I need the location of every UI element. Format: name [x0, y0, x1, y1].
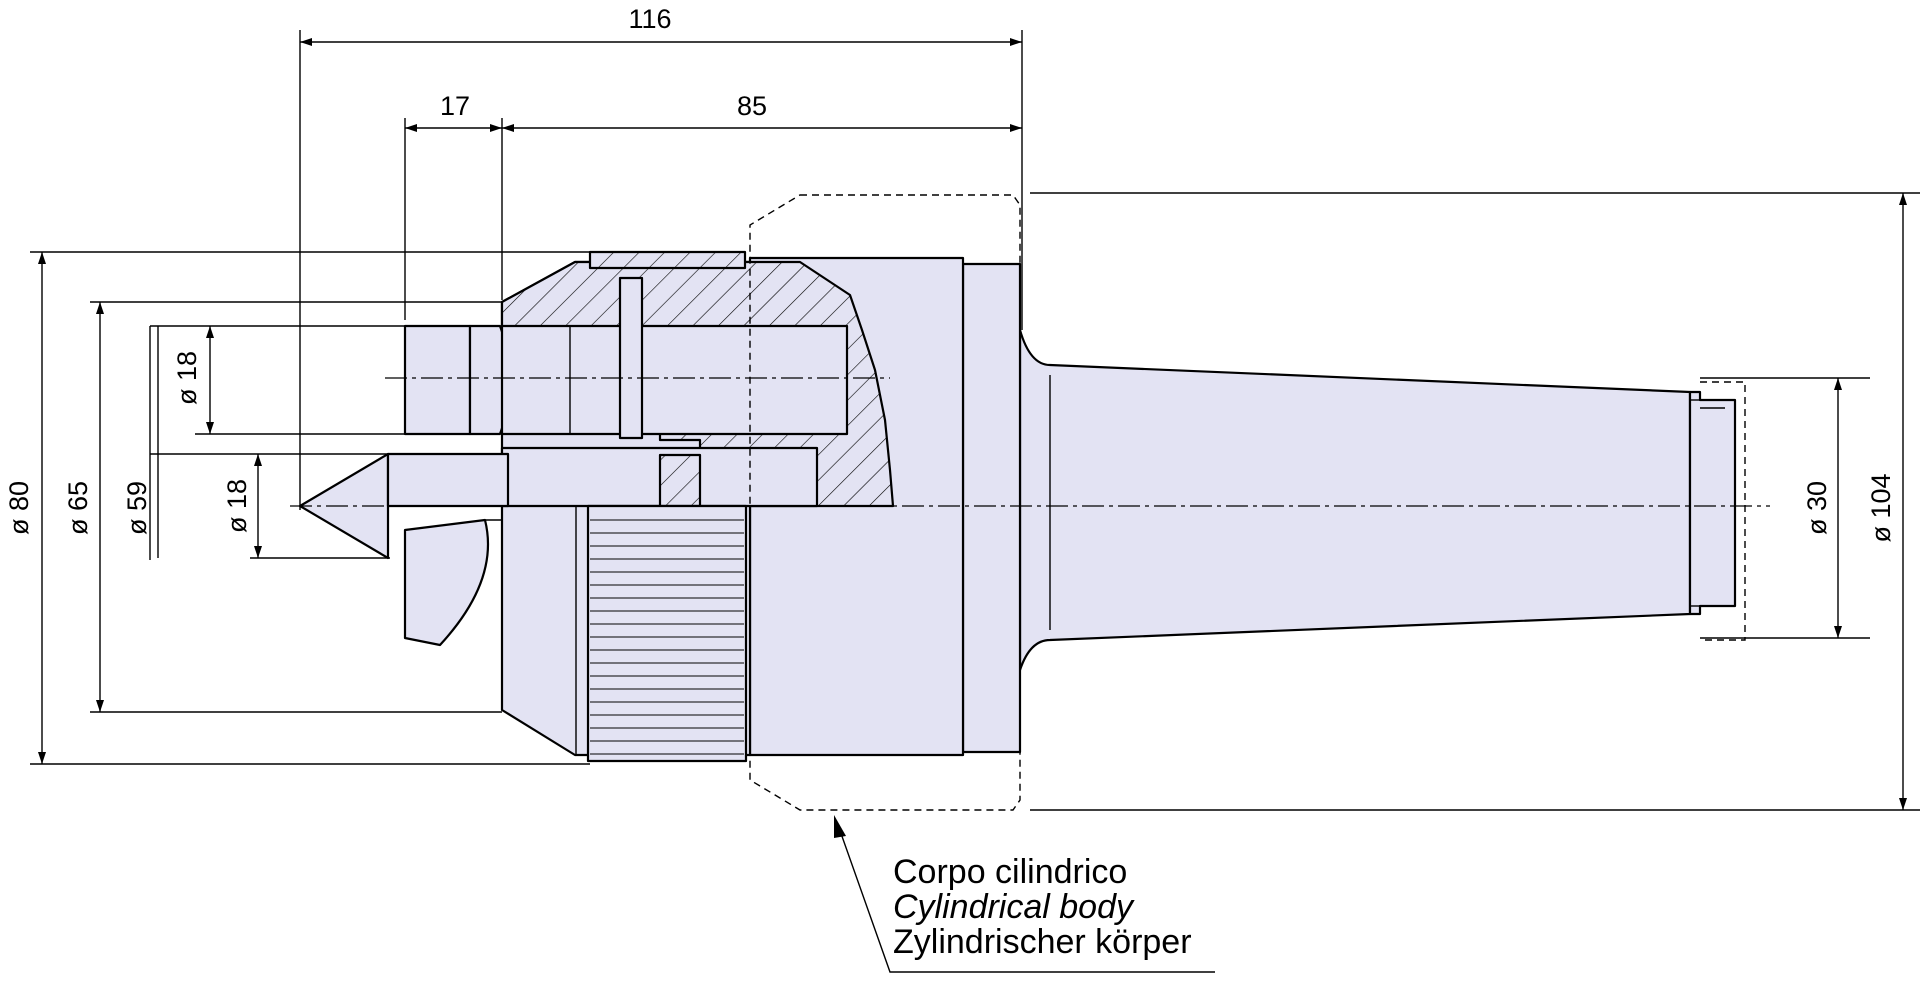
point-shaft	[386, 452, 510, 508]
dim-dia-18-lower: ø 18	[222, 479, 252, 533]
center-lines	[290, 377, 1770, 507]
upper-shaft	[500, 324, 849, 436]
dim-dia-80: ø 80	[4, 481, 34, 535]
knurled-ring	[586, 504, 748, 763]
dimension-lines	[30, 30, 1920, 811]
dim-dia-30: ø 30	[1802, 481, 1832, 535]
dim-17: 17	[440, 91, 470, 121]
dim-dia-104: ø 104	[1866, 473, 1896, 542]
dim-116: 116	[628, 4, 671, 34]
lower-insert	[658, 453, 702, 508]
taper-shank	[1018, 328, 1692, 672]
dim-85: 85	[737, 91, 767, 121]
upper-spindle	[403, 324, 472, 436]
note-german: Zylindrischer körper	[893, 923, 1192, 961]
shank-end	[1688, 390, 1737, 616]
flange-ring	[961, 262, 1022, 754]
cylindrical-body-outline	[749, 194, 1021, 811]
knurl-lines	[590, 519, 744, 755]
note-english: Cylindrical body	[893, 888, 1135, 926]
dim-dia-59: ø 59	[122, 481, 152, 535]
cap-plate	[588, 250, 747, 270]
dim-dia-18-upper: ø 18	[172, 351, 202, 405]
dim-dia-65: ø 65	[63, 481, 93, 535]
note-italian: Corpo cilindrico	[893, 853, 1127, 891]
live-center-part	[298, 250, 1737, 763]
lower-insert-curve	[403, 518, 490, 647]
shank-end-outline	[1700, 381, 1746, 641]
leader	[834, 815, 1215, 973]
pin	[618, 276, 644, 440]
